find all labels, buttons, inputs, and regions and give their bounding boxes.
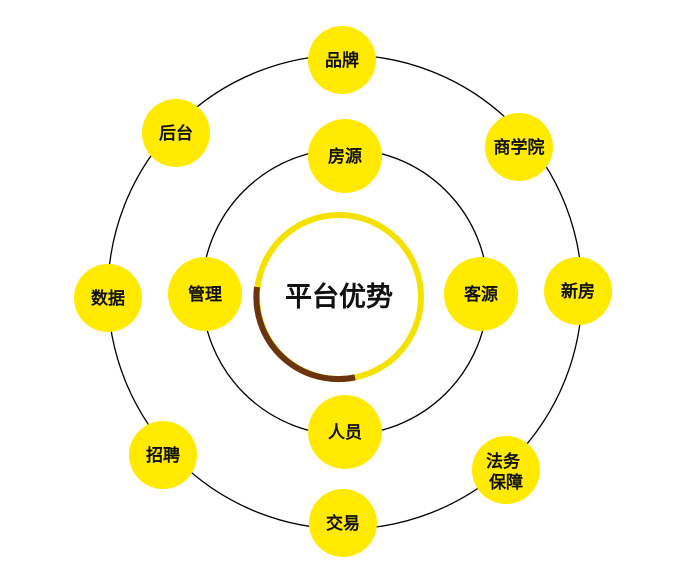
- outer-node-pinpai: 品牌: [308, 26, 376, 94]
- outer-node-circle: [309, 489, 377, 557]
- inner-node-guanli: 管理: [168, 257, 242, 331]
- outer-node-circle: [544, 257, 612, 325]
- outer-node-circle: [74, 264, 142, 332]
- outer-node-circle: [472, 436, 540, 504]
- outer-node-label: 数据: [91, 288, 125, 309]
- inner-node-label: 管理: [188, 284, 222, 305]
- outer-node-label: 招聘: [146, 445, 180, 466]
- inner-node-label: 人员: [328, 423, 362, 443]
- center-hub: 平台优势: [253, 212, 424, 383]
- outer-node-shuju: 数据: [74, 264, 142, 332]
- outer-node-label: 品牌: [325, 50, 359, 71]
- outer-node-jiaoyi: 交易: [309, 489, 377, 557]
- inner-node-circle: [444, 257, 518, 331]
- outer-node-label: 商学院: [494, 137, 545, 158]
- outer-node-circle: [129, 421, 197, 489]
- outer-node-circle: [142, 99, 210, 167]
- inner-node-keyuan: 客源: [444, 257, 518, 331]
- outer-node-circle: [485, 113, 553, 181]
- outer-node-zhaopin: 招聘: [129, 421, 197, 489]
- inner-node-circle: [168, 257, 242, 331]
- inner-node-circle: [308, 119, 382, 193]
- inner-node-label: 房源: [328, 146, 362, 167]
- outer-node-label-line: 保障: [488, 472, 523, 493]
- outer-node-circle: [308, 26, 376, 94]
- outer-node-label: 法务 保障: [486, 451, 526, 493]
- outer-node-houtai: 后台: [142, 99, 210, 167]
- inner-node-circle: [308, 395, 382, 469]
- outer-node-label: 后台: [159, 123, 193, 144]
- inner-node-fangyuan: 房源: [308, 119, 382, 193]
- outer-node-xinfang: 新房: [544, 257, 612, 325]
- inner-node-renyuan: 人员: [308, 395, 382, 469]
- outer-node-label: 交易: [326, 513, 360, 534]
- center-label: 平台优势: [285, 281, 393, 313]
- center-ring-brown-arc: [253, 286, 356, 383]
- outer-node-shangxueyuan: 商学院: [485, 113, 553, 181]
- outer-node-label: 新房: [561, 281, 595, 302]
- outer-node-label-line: 法务: [486, 451, 521, 472]
- inner-node-label: 客源: [463, 284, 498, 305]
- outer-node-fawubaozhang: 法务 保障: [472, 436, 540, 504]
